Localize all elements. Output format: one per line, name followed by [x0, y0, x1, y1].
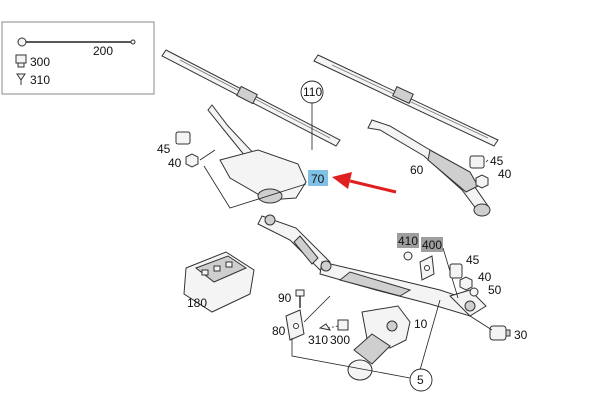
- callout-90: 90: [278, 291, 292, 305]
- highlight-400: [421, 237, 443, 252]
- wiper-arm-right: [367, 119, 491, 217]
- nut-cap-right-45-mid: [449, 263, 463, 279]
- wiper-blade-right: [313, 54, 499, 147]
- callout-200: 200: [93, 44, 113, 58]
- callout-5: 5: [417, 373, 424, 387]
- callout-10: 10: [414, 317, 428, 331]
- linkage-frame: [257, 214, 487, 317]
- callout-110: 110: [303, 85, 322, 99]
- callout-50: 50: [488, 283, 502, 297]
- nut-left-40: [185, 153, 199, 168]
- control-unit-180: [183, 251, 255, 313]
- red-arrow-icon: [332, 172, 397, 194]
- callout-60: 60: [410, 163, 424, 177]
- wiper-motor-10: [347, 305, 411, 381]
- bolt-90: [295, 289, 305, 308]
- nut-right-40: [475, 174, 489, 189]
- callout-300-inset: 300: [30, 55, 50, 69]
- callout-40-left: 40: [168, 156, 182, 170]
- highlight-410: [397, 233, 419, 248]
- highlight-70: [308, 170, 328, 186]
- nut-right-40-mid: [459, 276, 473, 291]
- inset-box: [1, 21, 155, 95]
- connector-30: [489, 325, 511, 341]
- mount-bracket-80: [285, 309, 305, 341]
- callout-300: 300: [330, 333, 350, 347]
- bracket-400: [419, 255, 435, 281]
- washer-410: [403, 251, 413, 261]
- wiper-blade-left: [161, 49, 341, 147]
- nut-cap-left-45: [175, 131, 191, 145]
- inset-cable-icon: [17, 37, 136, 47]
- callout-circle-5: [409, 368, 433, 392]
- callout-310: 310: [308, 333, 328, 347]
- callout-40-right-top: 40: [498, 167, 512, 181]
- callout-400[interactable]: 400: [422, 238, 442, 252]
- callout-180: 180: [187, 296, 207, 310]
- wiper-arm-left: [207, 104, 307, 204]
- pin-310: [318, 323, 339, 331]
- callout-410[interactable]: 410: [398, 234, 418, 248]
- washer-50: [469, 287, 479, 297]
- nut-cap-right-45: [469, 155, 485, 169]
- callout-45-left: 45: [157, 142, 171, 156]
- plug-300: [337, 319, 349, 331]
- callout-30: 30: [514, 328, 528, 342]
- inset-pin-icon: [16, 73, 26, 85]
- callout-45-right-top: 45: [490, 154, 504, 168]
- inset-plug-icon: [15, 54, 27, 68]
- callout-45-right-mid: 45: [466, 253, 480, 267]
- callout-80: 80: [272, 324, 286, 338]
- callout-310-inset: 310: [30, 73, 50, 87]
- callout-70[interactable]: 70: [311, 172, 325, 186]
- callout-40-right-mid: 40: [478, 270, 492, 284]
